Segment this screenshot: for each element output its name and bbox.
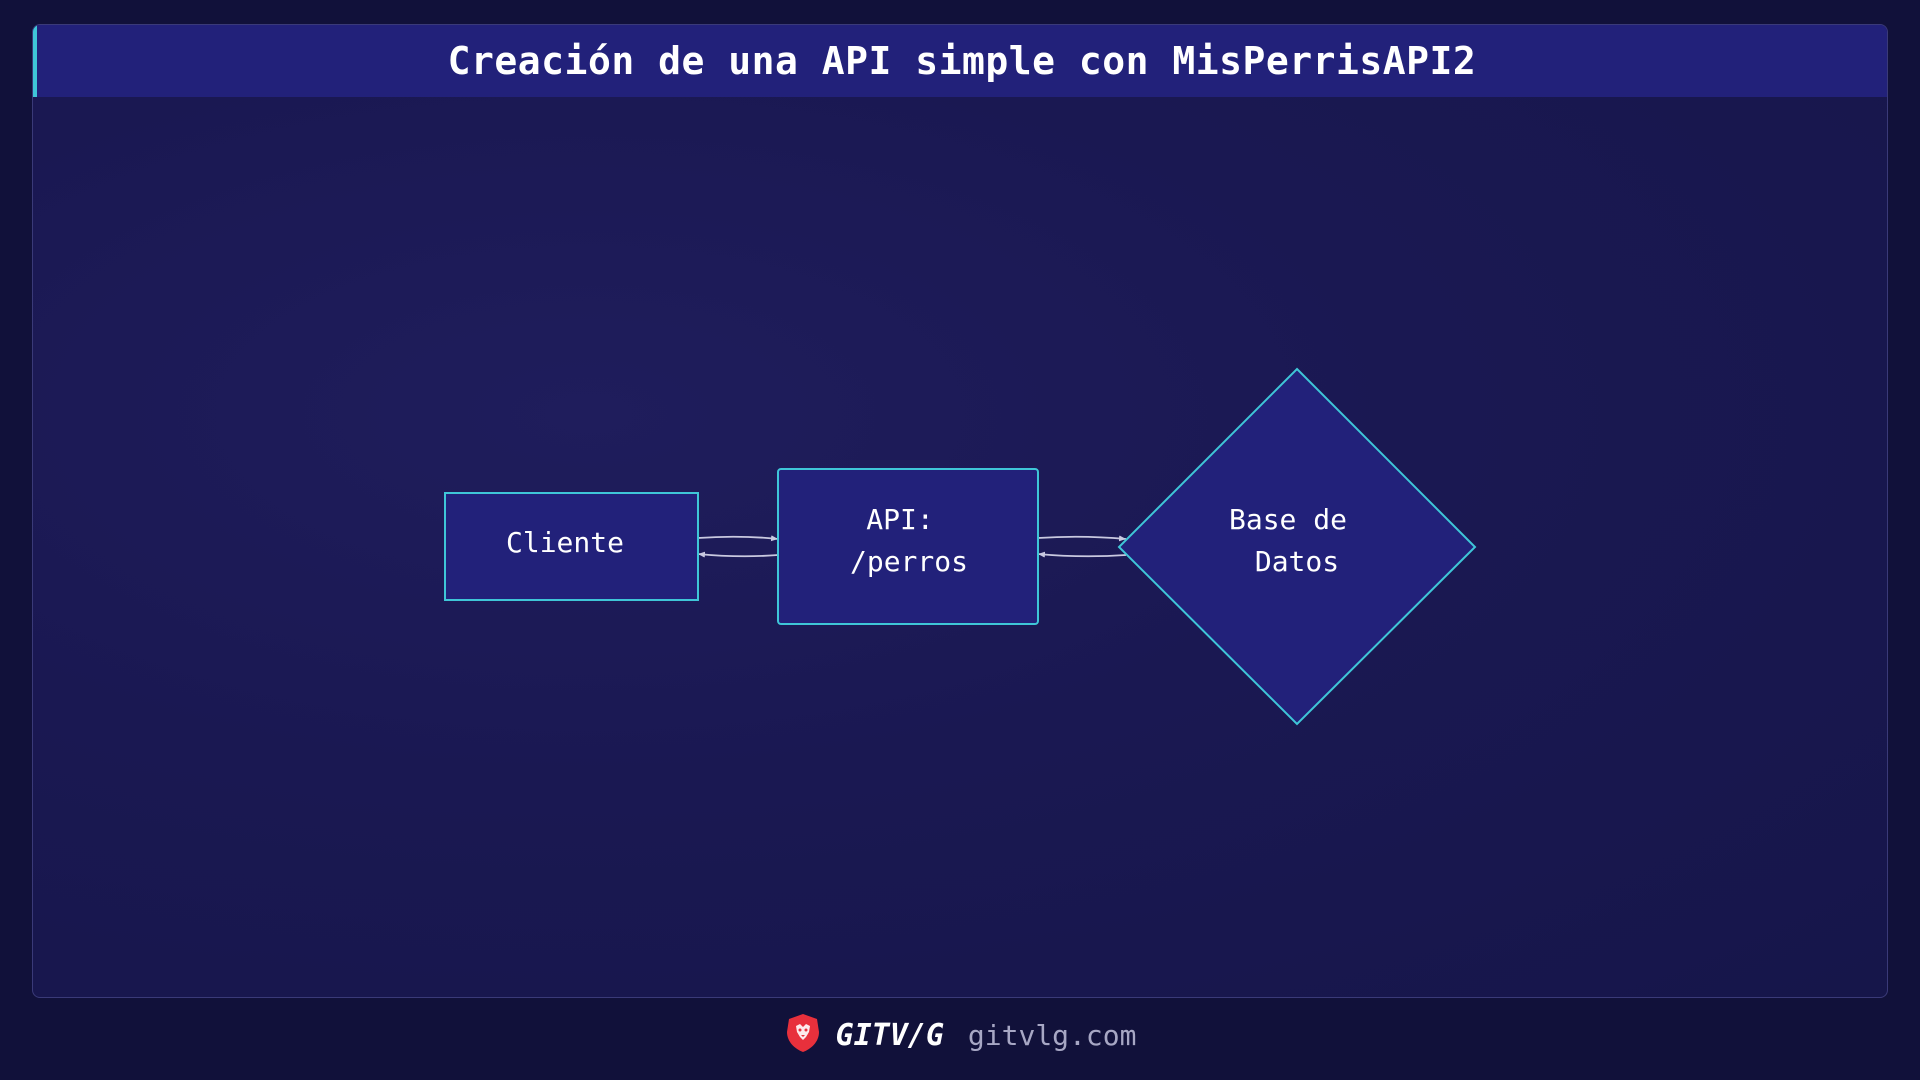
node-api-label-line1: API: [866, 503, 933, 536]
node-api-label-line2: /perros [850, 545, 968, 578]
node-cliente-shape [444, 492, 699, 601]
node-db: Base de Datos [1117, 367, 1477, 726]
edge-db-to-api [1037, 551, 1127, 558]
node-db-label-line1: Base de [1229, 503, 1347, 536]
node-db-label-line2: Datos [1255, 545, 1339, 578]
title-bar: Creación de una API simple con MisPerris… [33, 25, 1887, 97]
footer: GITV/G gitvlg.com [0, 1010, 1920, 1060]
brand-name: GITV/G [835, 1017, 944, 1053]
node-api: API: /perros [777, 468, 1039, 625]
edge-api-to-cliente [697, 551, 779, 558]
edge-api-to-db [1037, 535, 1127, 542]
site-link[interactable]: gitvlg.com [967, 1018, 1137, 1052]
slide-frame: Creación de una API simple con MisPerris… [32, 24, 1888, 998]
node-api-shape [777, 468, 1039, 625]
slide-title: Creación de una API simple con MisPerris… [447, 39, 1477, 83]
lion-shield-icon [784, 1012, 822, 1058]
node-cliente-label: Cliente [506, 526, 624, 559]
node-db-shape [1117, 367, 1477, 726]
edge-cliente-to-api [697, 535, 779, 542]
node-cliente: Cliente [444, 492, 699, 601]
